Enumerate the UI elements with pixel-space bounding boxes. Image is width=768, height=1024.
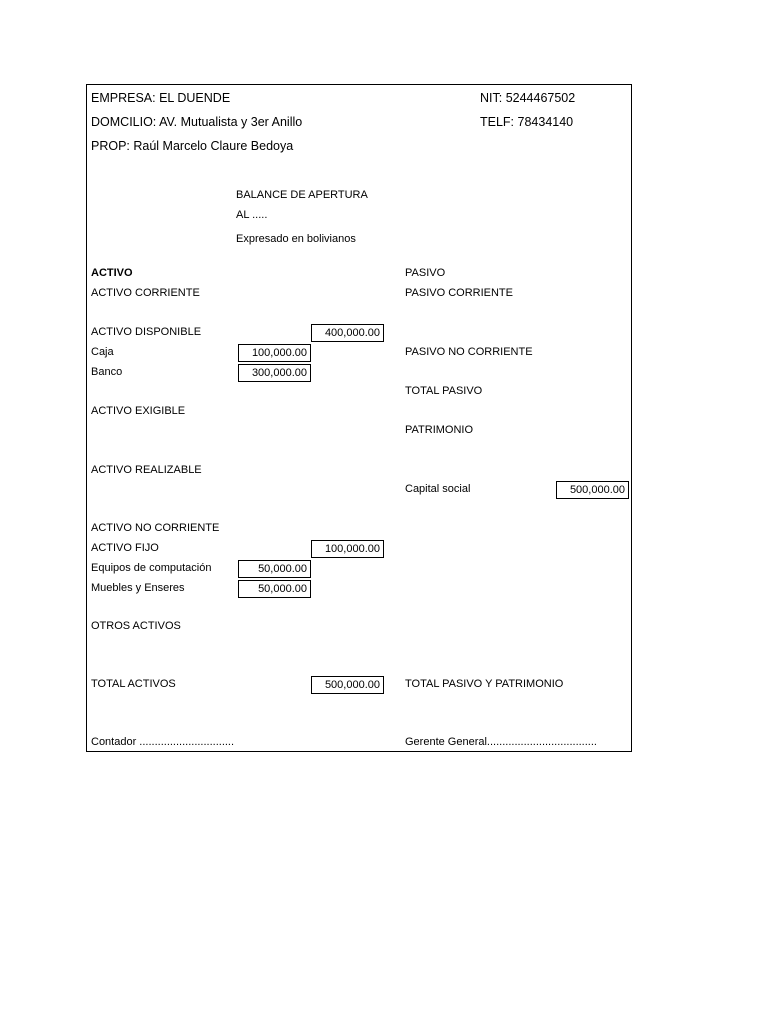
caja-value: 100,000.00	[238, 344, 311, 362]
activo-no-corriente-heading: ACTIVO NO CORRIENTE	[91, 522, 220, 534]
contador-signature-line: Contador ...............................	[91, 736, 235, 748]
document-currency-note: Expresado en bolivianos	[236, 233, 356, 245]
activo-fijo-heading: ACTIVO FIJO	[91, 542, 159, 554]
propietario-label: PROP: Raúl Marcelo Claure Bedoya	[91, 139, 294, 153]
pasivo-heading: PASIVO	[405, 267, 446, 279]
activo-exigible-heading: ACTIVO EXIGIBLE	[91, 405, 186, 417]
activo-disponible-total-value: 400,000.00	[311, 324, 384, 342]
banco-label: Banco	[91, 366, 123, 378]
telf-label: TELF: 78434140	[480, 115, 574, 129]
total-activos-label: TOTAL ACTIVOS	[91, 678, 176, 690]
pasivo-corriente-heading: PASIVO CORRIENTE	[405, 287, 513, 299]
document-title: BALANCE DE APERTURA	[236, 189, 368, 201]
empresa-label: EMPRESA: EL DUENDE	[91, 91, 231, 105]
banco-value: 300,000.00	[238, 364, 311, 382]
balance-sheet-document: EMPRESA: EL DUENDE NIT: 5244467502 DOMCI…	[86, 84, 632, 752]
gerente-signature-line: Gerente General.........................…	[405, 736, 597, 748]
document-date: AL .....	[236, 209, 268, 221]
nit-label: NIT: 5244467502	[480, 91, 576, 105]
activo-disponible-heading: ACTIVO DISPONIBLE	[91, 326, 202, 338]
capital-social-value: 500,000.00	[556, 481, 629, 499]
activo-fijo-total-value: 100,000.00	[311, 540, 384, 558]
domicilio-label: DOMCILIO: AV. Mutualista y 3er Anillo	[91, 115, 303, 129]
total-pasivo-label: TOTAL PASIVO	[405, 385, 483, 397]
capital-social-label: Capital social	[405, 483, 471, 495]
equipos-computacion-label: Equipos de computación	[91, 562, 212, 574]
muebles-enseres-label: Muebles y Enseres	[91, 582, 185, 594]
total-activos-value: 500,000.00	[311, 676, 384, 694]
muebles-enseres-value: 50,000.00	[238, 580, 311, 598]
total-pasivo-patrimonio-label: TOTAL PASIVO Y PATRIMONIO	[405, 678, 564, 690]
activo-corriente-heading: ACTIVO CORRIENTE	[91, 287, 200, 299]
equipos-computacion-value: 50,000.00	[238, 560, 311, 578]
activo-realizable-heading: ACTIVO REALIZABLE	[91, 464, 202, 476]
patrimonio-heading: PATRIMONIO	[405, 424, 474, 436]
activo-heading: ACTIVO	[91, 267, 133, 279]
otros-activos-heading: OTROS ACTIVOS	[91, 620, 181, 632]
pasivo-no-corriente-heading: PASIVO NO CORRIENTE	[405, 346, 533, 358]
caja-label: Caja	[91, 346, 114, 358]
